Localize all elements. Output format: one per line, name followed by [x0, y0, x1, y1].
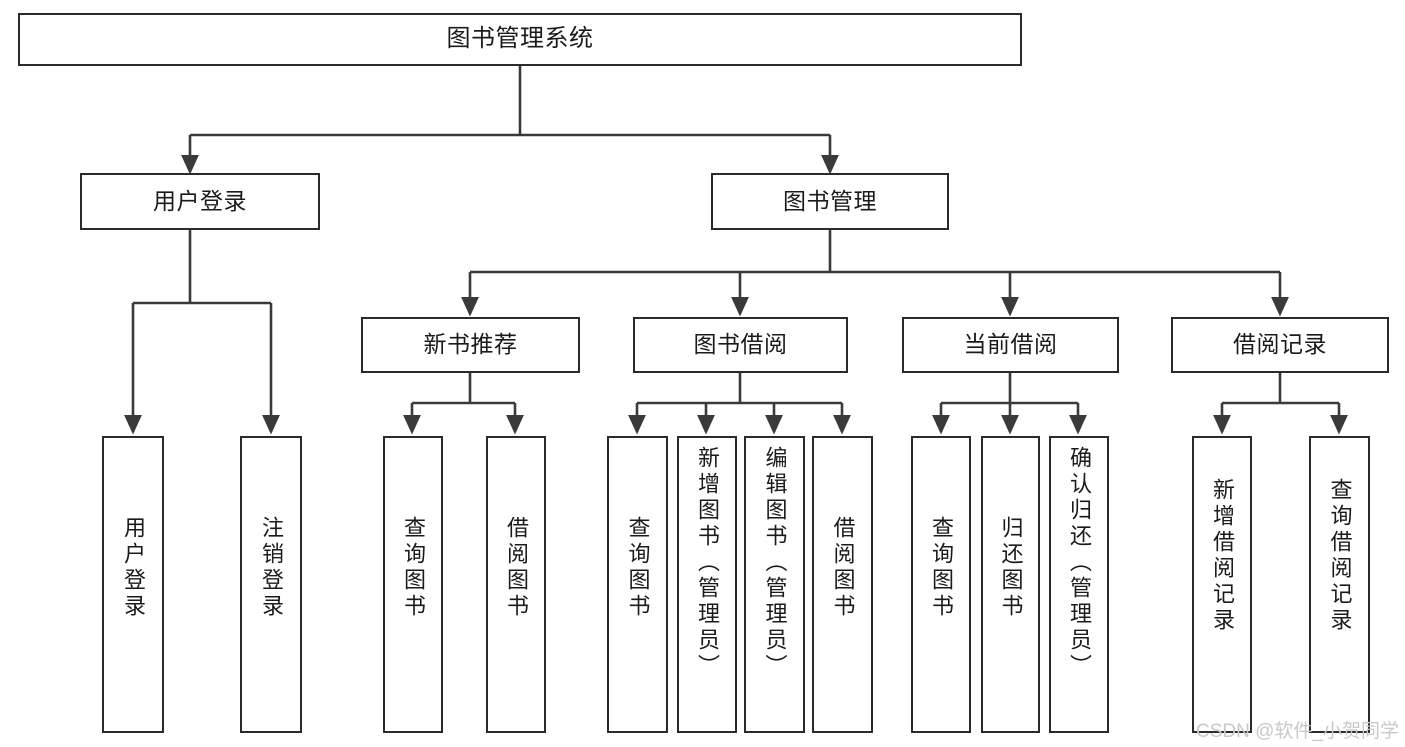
node-label: 查询图书 [929, 516, 954, 620]
node-user-login[interactable]: 用户登录 [80, 173, 320, 230]
node-current-borrow[interactable]: 当前借阅 [902, 317, 1119, 373]
node-label: 编辑图书（管理员） [762, 446, 788, 680]
node-label: 图书管理系统 [446, 25, 594, 53]
node-leaf-borrow-book-2[interactable]: 借阅图书 [812, 436, 873, 733]
node-label: 借阅图书 [504, 516, 529, 620]
node-leaf-query-book-3[interactable]: 查询图书 [911, 436, 971, 733]
node-label: 用户登录 [153, 187, 247, 214]
node-borrow-record[interactable]: 借阅记录 [1171, 317, 1389, 373]
node-label: 当前借阅 [963, 331, 1058, 358]
node-label: 确认归还（管理员） [1067, 446, 1092, 680]
node-leaf-query-book-2[interactable]: 查询图书 [607, 436, 668, 733]
node-label: 新增借阅记录 [1210, 478, 1235, 634]
node-book-manage[interactable]: 图书管理 [711, 173, 949, 230]
node-label: 借阅记录 [1233, 331, 1327, 358]
watermark-credit: CSDN @软件_小贺同学 [1196, 721, 1399, 742]
node-label: 查询借阅记录 [1327, 478, 1353, 634]
node-leaf-edit-book[interactable]: 编辑图书（管理员） [744, 436, 805, 733]
node-leaf-borrow-book-1[interactable]: 借阅图书 [486, 436, 546, 733]
node-leaf-return-book[interactable]: 归还图书 [981, 436, 1040, 733]
node-leaf-query-record[interactable]: 查询借阅记录 [1309, 436, 1370, 733]
node-label: 图书借阅 [693, 331, 788, 358]
node-leaf-confirm-return[interactable]: 确认归还（管理员） [1049, 436, 1109, 733]
node-label: 注销登录 [259, 516, 284, 620]
node-leaf-user-logout[interactable]: 注销登录 [240, 436, 302, 733]
node-root-system[interactable]: 图书管理系统 [18, 13, 1022, 66]
node-leaf-add-book[interactable]: 新增图书（管理员） [677, 436, 737, 733]
node-leaf-query-book-1[interactable]: 查询图书 [383, 436, 443, 733]
node-new-book-recommend[interactable]: 新书推荐 [361, 317, 580, 373]
node-label: 图书管理 [783, 187, 877, 214]
node-label: 用户登录 [121, 516, 146, 620]
node-label: 新书推荐 [423, 331, 518, 358]
node-label: 查询图书 [401, 516, 426, 620]
node-book-borrow[interactable]: 图书借阅 [633, 317, 848, 373]
node-leaf-user-login[interactable]: 用户登录 [102, 436, 164, 733]
node-label: 借阅图书 [830, 516, 856, 620]
node-label: 查询图书 [625, 516, 651, 620]
node-label: 新增图书（管理员） [695, 446, 720, 680]
node-label: 归还图书 [998, 516, 1024, 620]
node-leaf-add-record[interactable]: 新增借阅记录 [1192, 436, 1252, 733]
